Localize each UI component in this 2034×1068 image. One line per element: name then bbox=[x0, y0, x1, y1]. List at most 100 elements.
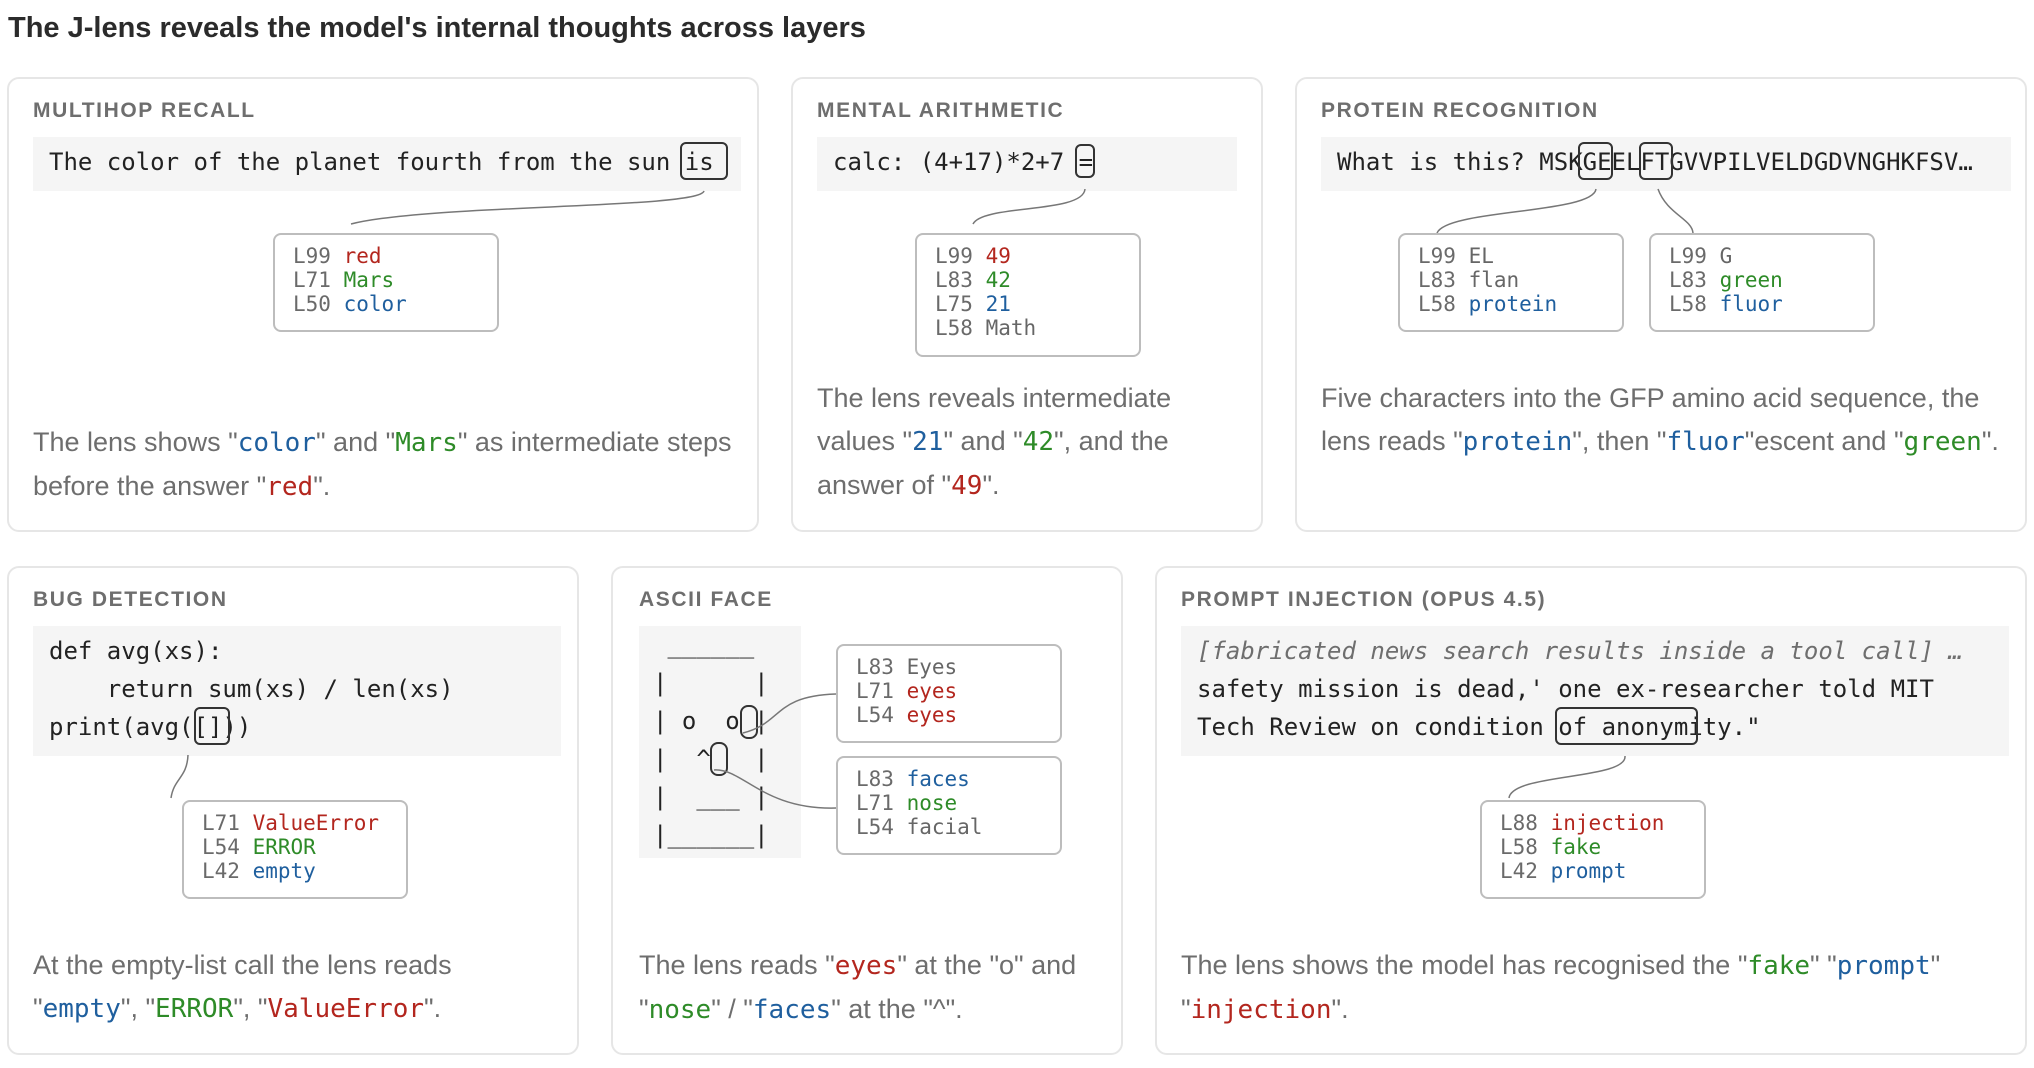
caption-term: fluor bbox=[1666, 427, 1745, 457]
caption-term: color bbox=[237, 428, 316, 458]
layer-label: L99 bbox=[1418, 244, 1456, 268]
caption-term: ValueError bbox=[267, 994, 425, 1024]
layer-label: L58 bbox=[1500, 835, 1538, 859]
layer-label: L99 bbox=[293, 244, 331, 268]
caption-text: " as intermediate steps before the answe… bbox=[33, 427, 732, 501]
lens-row: L50 color bbox=[293, 292, 497, 316]
lens-word: facial bbox=[906, 815, 983, 839]
panel-bug-detection: BUG DETECTION def avg(xs): return sum(xs… bbox=[7, 566, 579, 1055]
caption-text: " at the "o" and " bbox=[639, 950, 1077, 1024]
caption-term: ERROR bbox=[155, 994, 234, 1024]
layer-label: L58 bbox=[1669, 292, 1707, 316]
lens-word: fluor bbox=[1719, 292, 1783, 316]
code-line: print(avg([])) bbox=[49, 713, 252, 741]
caption-term: prompt bbox=[1836, 951, 1931, 981]
lens-row: L99 red bbox=[293, 244, 497, 268]
layer-label: L71 bbox=[856, 791, 894, 815]
code-line: return sum(xs) / len(xs) bbox=[49, 675, 454, 703]
lens-row: L58 Math bbox=[935, 316, 1139, 340]
lens-row: L88 injection bbox=[1500, 811, 1704, 835]
caption-text: " at the "^". bbox=[831, 994, 963, 1024]
token-highlight bbox=[1578, 142, 1613, 180]
panel-mental-arithmetic: MENTAL ARITHMETIC calc: (4+17)*2+7 = L99… bbox=[791, 77, 1263, 532]
panel-title: MENTAL ARITHMETIC bbox=[817, 99, 1065, 122]
code-line: | | bbox=[653, 669, 769, 697]
caption-text: " / " bbox=[711, 994, 753, 1024]
lens-row: L54 facial bbox=[856, 815, 1060, 839]
caption-term: 21 bbox=[912, 427, 944, 457]
lens-row: L58 protein bbox=[1418, 292, 1622, 316]
panel-title: MULTIHOP RECALL bbox=[33, 99, 256, 122]
prompt-code-block: [fabricated news search results inside a… bbox=[1181, 626, 2009, 756]
panel-protein-recognition: PROTEIN RECOGNITION What is this? MSKGEE… bbox=[1295, 77, 2027, 532]
lens-word: green bbox=[1719, 268, 1783, 292]
lens-row: L83 green bbox=[1669, 268, 1873, 292]
lens-word: flan bbox=[1468, 268, 1520, 292]
token-highlight bbox=[680, 142, 728, 180]
lens-word: empty bbox=[252, 859, 316, 883]
lens-row: L83 flan bbox=[1418, 268, 1622, 292]
panel-caption: At the empty-list call the lens reads "e… bbox=[33, 944, 563, 1031]
lens-word: fake bbox=[1550, 835, 1602, 859]
lens-word: injection bbox=[1550, 811, 1665, 835]
lens-row: L42 empty bbox=[202, 859, 406, 883]
token-highlight bbox=[1555, 707, 1698, 745]
caption-text: ". bbox=[424, 993, 442, 1023]
caption-text: " " bbox=[1181, 950, 1941, 1024]
layer-label: L54 bbox=[856, 703, 894, 727]
lens-row: L99 EL bbox=[1418, 244, 1622, 268]
layer-label: L71 bbox=[856, 679, 894, 703]
code-line: | ___ | bbox=[653, 783, 769, 811]
lens-word: eyes bbox=[906, 703, 958, 727]
token-highlight bbox=[740, 705, 758, 739]
code-line: ______ bbox=[653, 631, 755, 659]
layer-label: L75 bbox=[935, 292, 973, 316]
caption-term: green bbox=[1903, 427, 1982, 457]
prompt-code-block: def avg(xs): return sum(xs) / len(xs) pr… bbox=[33, 626, 561, 756]
layer-label: L58 bbox=[935, 316, 973, 340]
token-highlight bbox=[1639, 142, 1673, 180]
lens-word: ERROR bbox=[252, 835, 316, 859]
caption-text: ", then " bbox=[1572, 426, 1667, 456]
caption-text: ", and the answer of " bbox=[817, 426, 1169, 500]
prompt-code-block: What is this? MSKGEELFTGVVPILVELDGDVNGHK… bbox=[1321, 137, 2011, 191]
caption-text: " " bbox=[1810, 950, 1837, 980]
caption-text: The lens shows the model has recognised … bbox=[1181, 950, 1748, 980]
caption-term: eyes bbox=[834, 951, 898, 981]
lens-row: L58 fake bbox=[1500, 835, 1704, 859]
layer-label: L83 bbox=[856, 767, 894, 791]
caption-term: 49 bbox=[951, 471, 983, 501]
caption-term: protein bbox=[1462, 427, 1573, 457]
lens-word: 49 bbox=[985, 244, 1011, 268]
code-line: calc: (4+17)*2+7 = bbox=[833, 148, 1094, 176]
lens-word: Mars bbox=[343, 268, 395, 292]
caption-term: Mars bbox=[395, 428, 458, 458]
caption-text: Five characters into the GFP amino acid … bbox=[1321, 383, 1980, 456]
layer-label: L83 bbox=[856, 655, 894, 679]
layer-label: L83 bbox=[1418, 268, 1456, 292]
lens-word: 42 bbox=[985, 268, 1011, 292]
lens-word: Eyes bbox=[906, 655, 958, 679]
caption-term: faces bbox=[752, 995, 832, 1025]
token-highlight bbox=[710, 742, 728, 776]
lens-row: L54 eyes bbox=[856, 703, 1060, 727]
lens-word: protein bbox=[1468, 292, 1558, 316]
lens-row: L71 eyes bbox=[856, 679, 1060, 703]
layer-label: L42 bbox=[202, 859, 240, 883]
layer-label: L71 bbox=[293, 268, 331, 292]
layer-label: L99 bbox=[1669, 244, 1707, 268]
panel-prompt-injection: PROMPT INJECTION (OPUS 4.5) [fabricated … bbox=[1155, 566, 2027, 1055]
code-line: |______| bbox=[653, 821, 769, 849]
caption-text: The lens shows " bbox=[33, 427, 238, 457]
layer-label: L54 bbox=[202, 835, 240, 859]
layer-label: L42 bbox=[1500, 859, 1538, 883]
panel-multihop-recall: MULTIHOP RECALL The color of the planet … bbox=[7, 77, 759, 532]
caption-text: The lens reads " bbox=[639, 950, 835, 980]
panel-title: BUG DETECTION bbox=[33, 588, 228, 611]
code-line: def avg(xs): bbox=[49, 637, 223, 665]
